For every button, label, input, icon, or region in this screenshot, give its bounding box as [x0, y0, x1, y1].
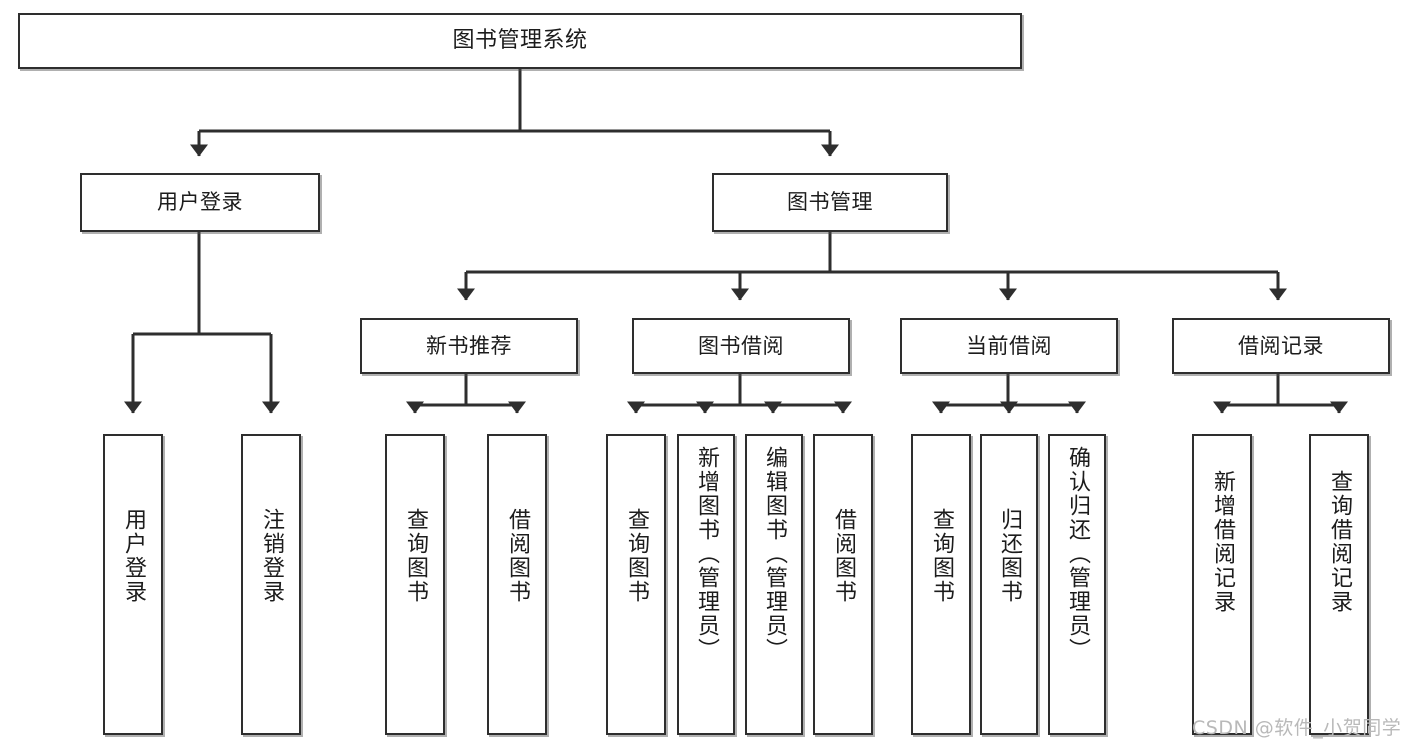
node-label: 归还图书: [996, 508, 1022, 604]
node-label: 确认归还（管理员）: [1064, 446, 1090, 662]
node-leaf-user-login[interactable]: 用户登录: [103, 434, 163, 735]
node-label: 编辑图书（管理员）: [761, 446, 787, 662]
node-leaf-query-book-3[interactable]: 查询图书: [911, 434, 971, 735]
node-leaf-edit-book[interactable]: 编辑图书（管理员）: [745, 434, 803, 735]
node-label: 借阅图书: [504, 508, 530, 604]
node-book-management[interactable]: 图书管理: [712, 173, 948, 232]
node-label: 借阅记录: [1238, 333, 1324, 358]
node-label: 查询图书: [402, 508, 428, 604]
node-label: 新增图书（管理员）: [693, 446, 719, 662]
node-book-management-system[interactable]: 图书管理系统: [18, 13, 1022, 69]
node-label: 查询借阅记录: [1326, 470, 1352, 614]
node-leaf-return-book[interactable]: 归还图书: [980, 434, 1038, 735]
node-user-login[interactable]: 用户登录: [80, 173, 320, 232]
node-leaf-borrow-book-2[interactable]: 借阅图书: [813, 434, 873, 735]
node-label: 图书管理: [787, 190, 873, 215]
node-leaf-query-book-1[interactable]: 查询图书: [385, 434, 445, 735]
node-new-book-recommend[interactable]: 新书推荐: [360, 318, 578, 374]
node-label: 查询图书: [623, 508, 649, 604]
node-borrow-record[interactable]: 借阅记录: [1172, 318, 1390, 374]
node-leaf-query-book-2[interactable]: 查询图书: [606, 434, 666, 735]
node-label: 查询图书: [928, 508, 954, 604]
node-label: 借阅图书: [830, 508, 856, 604]
node-label: 用户登录: [157, 190, 243, 215]
node-label: 新书推荐: [426, 333, 512, 358]
node-label: 图书管理系统: [452, 28, 588, 54]
node-label: 新增借阅记录: [1209, 470, 1235, 614]
node-current-borrow[interactable]: 当前借阅: [900, 318, 1118, 374]
node-label: 当前借阅: [966, 333, 1052, 358]
node-leaf-add-book[interactable]: 新增图书（管理员）: [677, 434, 735, 735]
node-leaf-add-record[interactable]: 新增借阅记录: [1192, 434, 1252, 735]
node-book-borrow[interactable]: 图书借阅: [632, 318, 850, 374]
node-label: 图书借阅: [698, 333, 784, 358]
node-label: 用户登录: [120, 508, 146, 604]
node-leaf-query-record[interactable]: 查询借阅记录: [1309, 434, 1369, 735]
node-leaf-confirm-return[interactable]: 确认归还（管理员）: [1048, 434, 1106, 735]
node-leaf-borrow-book-1[interactable]: 借阅图书: [487, 434, 547, 735]
node-label: 注销登录: [258, 508, 284, 604]
node-leaf-logout-login[interactable]: 注销登录: [241, 434, 301, 735]
csdn-watermark: CSDN @软件_小贺同学: [1192, 717, 1402, 739]
